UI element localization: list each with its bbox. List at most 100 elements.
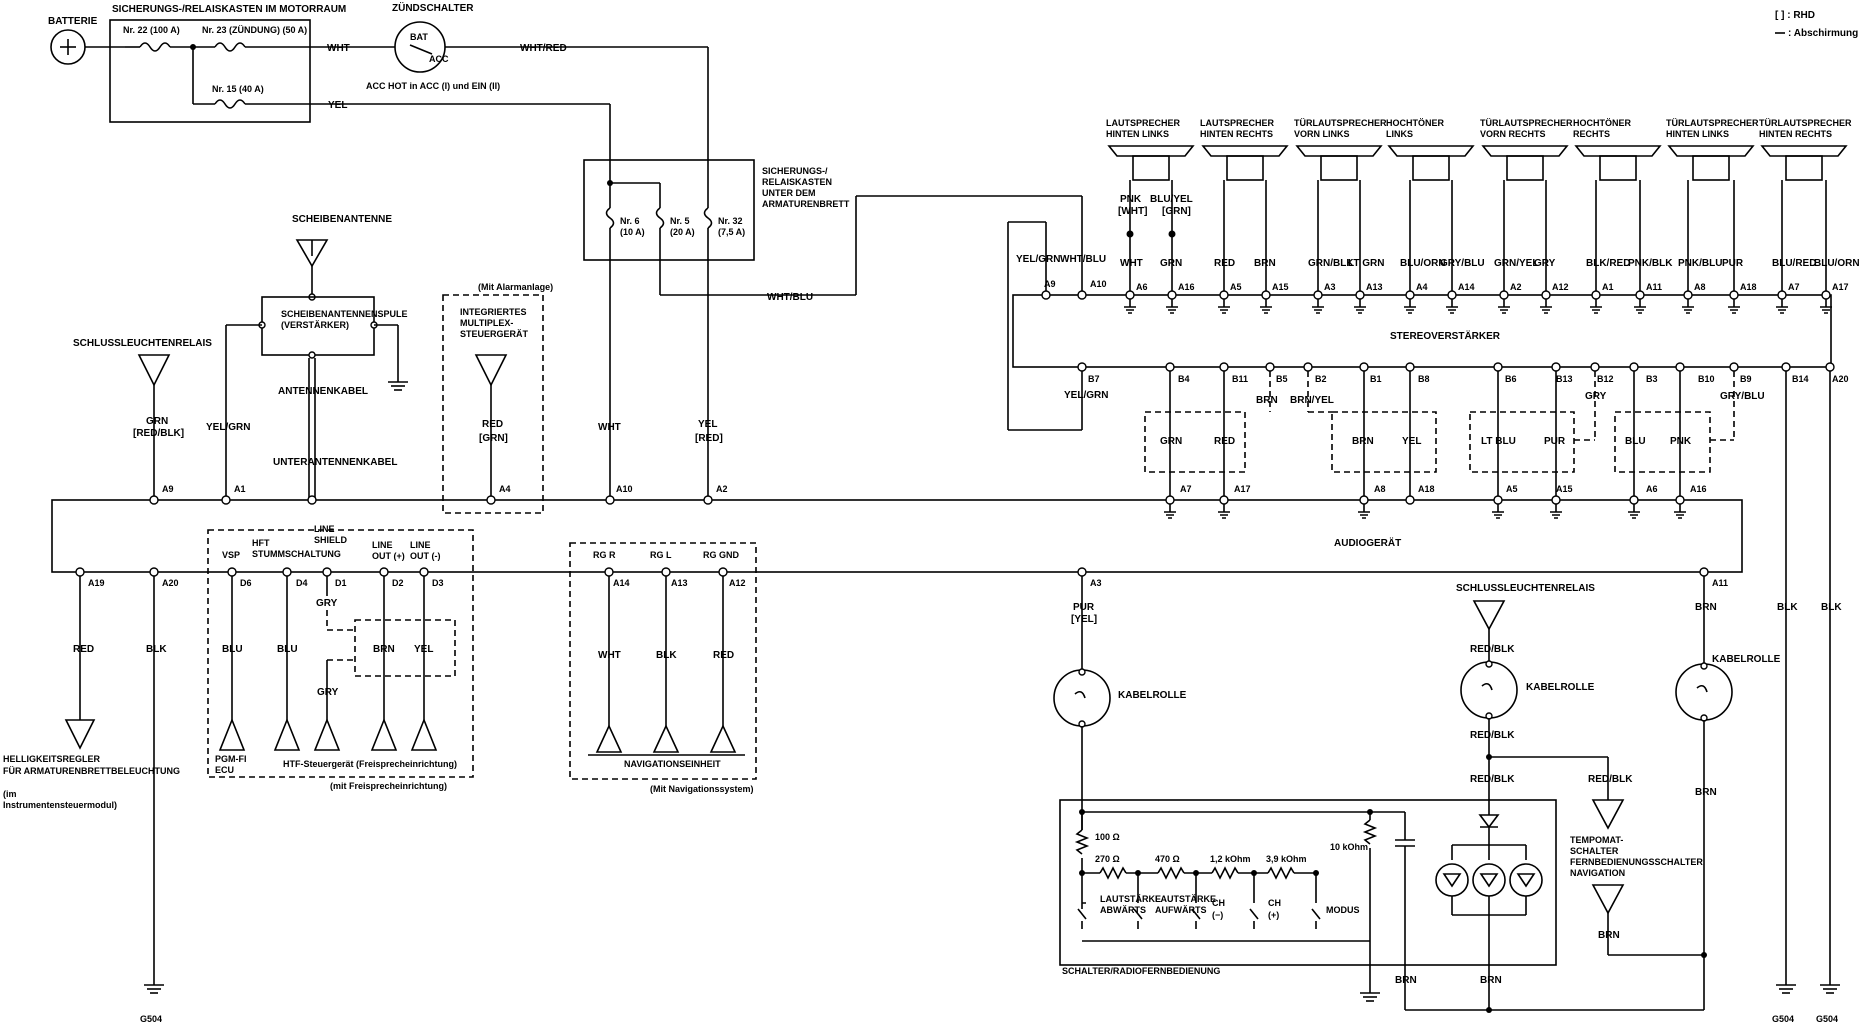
amp-pin: B12 [1597,374,1614,384]
wire-a10-label: WHT [598,422,621,433]
wire-cruise-brn: BRN [1598,930,1620,941]
amp-a9-wire: YEL/GRN [1016,254,1060,265]
wire-label: PNK/BLK [1628,258,1673,269]
amp-pin [1591,290,1601,300]
fuse-6: Nr. 6(10 A) [605,207,645,237]
remote-label: SCHALTER/RADIOFERNBEDIENUNG [1062,966,1220,976]
wire-d6-label: BLU [222,644,243,655]
amp-pin-label: A8 [1694,282,1706,292]
audio-pin: A19 [88,578,105,588]
indicator-leds [1435,800,1543,1013]
wire-b4: GRN [1160,436,1182,447]
amp-a10: A10 [1090,279,1107,289]
amp-pin: B1 [1370,374,1382,384]
cruise-l3: FERNBEDIENUNGSSCHALTER [1570,857,1703,867]
wire-label: GRN/YEL [1494,258,1538,269]
cable-reel-3-label: KABELROLLE [1712,654,1781,665]
sw-chminus-2: (−) [1212,910,1223,920]
antenna-cable-label: ANTENNENKABEL [278,386,368,397]
amp-pin-label: A15 [1272,282,1289,292]
amp-pin: B10 [1698,374,1715,384]
fuse-5: Nr. 5(20 A) [655,207,695,237]
htf-label: HTF-Steuergerät (Freisprecheinrichtung) [283,759,457,769]
wire-b8: YEL [1402,436,1421,447]
fuse-23 [214,42,395,52]
audio-pin: D6 [240,578,252,588]
amp-pin [1125,290,1135,300]
shield-ground [1776,299,1788,314]
amp-a10-wire: WHT/BLU [1060,254,1106,265]
speaker-body [1692,155,1730,181]
shield-ground [1404,299,1416,314]
wire-label: RED [1214,258,1235,269]
sig-hft: HFT [252,538,270,548]
htf-note: (mit Freisprecheinrichtung) [330,781,447,791]
shield-dot [1168,230,1176,238]
wire-label: BLU/ORN [1814,258,1860,269]
sw-chplus-1: CH [1268,898,1281,908]
speaker-name: LAUTSPRECHER [1200,118,1275,128]
dash-fusebox-l4: ARMATURENBRETT [762,199,850,209]
wire-whtred-label: WHT/RED [520,43,567,54]
cruise-l2: SCHALTER [1570,846,1619,856]
speaker-name: HINTEN LINKS [1666,129,1729,139]
amp-pin: B6 [1505,374,1517,384]
speaker-icon [1387,145,1475,157]
amp-pin-label: A6 [1136,282,1148,292]
stereo-amplifier [1012,294,1832,368]
shield-ground [1166,299,1178,314]
audio-bottom-pins: A19 A20 D6 D4 D1 D2 D3 A14 A13 A12 A3 A1… [75,567,1728,588]
multiplex-note: (Mit Alarmanlage) [478,282,553,292]
amp-pin-label: A4 [1416,282,1428,292]
amp-pin: B14 [1792,374,1809,384]
wire-a2-rhd: [RED] [695,433,723,444]
rg-l: RG L [650,550,672,560]
audio-pin: A18 [1418,484,1435,494]
speaker-name: RECHTS [1573,129,1610,139]
rg-r: RG R [593,550,616,560]
dash-fusebox-l1: SICHERUNGS-/ [762,166,828,176]
audio-top-pins: A9 A1 A4 A10 A2 A7 A17 A8 A18 A5 A15 A6 … [149,484,1707,505]
wire-cruise-rb: RED/BLK [1588,774,1633,785]
wire-label: GRY [1534,258,1556,269]
wire-relay-rb: RED/BLK [1470,644,1515,655]
wire-d1b-label: GRY [317,687,339,698]
speaker-name: TÜRLAUTSPRECHER [1666,118,1759,128]
audio-pin: A10 [616,484,633,494]
speaker-name: HINTEN RECHTS [1759,129,1832,139]
wire-b10: PNK [1670,436,1692,447]
g504-mid: G504 [1772,1014,1794,1024]
fuse6-l1: Nr. 6 [620,216,640,226]
audio-pin: A3 [1090,578,1102,588]
r-270: 270 Ω [1095,854,1120,864]
wire-brn-led: BRN [1480,975,1502,986]
audio-shield-grounds [1164,504,1686,519]
fuse5-l1: Nr. 5 [670,216,690,226]
wire-d3-label: YEL [414,644,433,655]
wire-relay-rb3: RED/BLK [1470,774,1515,785]
amp-pin: B13 [1556,374,1573,384]
cable-reel-1-label: KABELROLLE [1118,690,1187,701]
dimmer-icon [64,719,96,750]
wire-a20-label: BLK [146,644,167,655]
amp-pin-label: A2 [1510,282,1522,292]
ecu-l1: PGM-FI [215,754,247,764]
amp-pin-label: A18 [1740,282,1757,292]
amp-bottom-pins: B7 B4 B11 B5 B2 B1 B8 B6 B13 B12 B3 B10 … [1077,362,1849,384]
audio-pin: A5 [1506,484,1518,494]
amp-pin [1541,290,1551,300]
amp-pin [1729,290,1739,300]
fuse6-l2: (10 A) [620,227,645,237]
audio-pin: A8 [1374,484,1386,494]
cable-reel-3 [1675,662,1733,722]
r-1k2: 1,2 kOhm [1210,854,1251,864]
ignition-label: ZÜNDSCHALTER [392,1,474,14]
fuse22-label: Nr. 22 (100 A) [123,25,180,35]
audio-pin: A20 [162,578,179,588]
amp-pin [1635,290,1645,300]
engine-fusebox [109,19,311,123]
sig-vsp: VSP [222,550,240,560]
amp-pin: A20 [1832,374,1849,384]
sw-mode: MODUS [1326,905,1360,915]
audio-pin: A17 [1234,484,1251,494]
